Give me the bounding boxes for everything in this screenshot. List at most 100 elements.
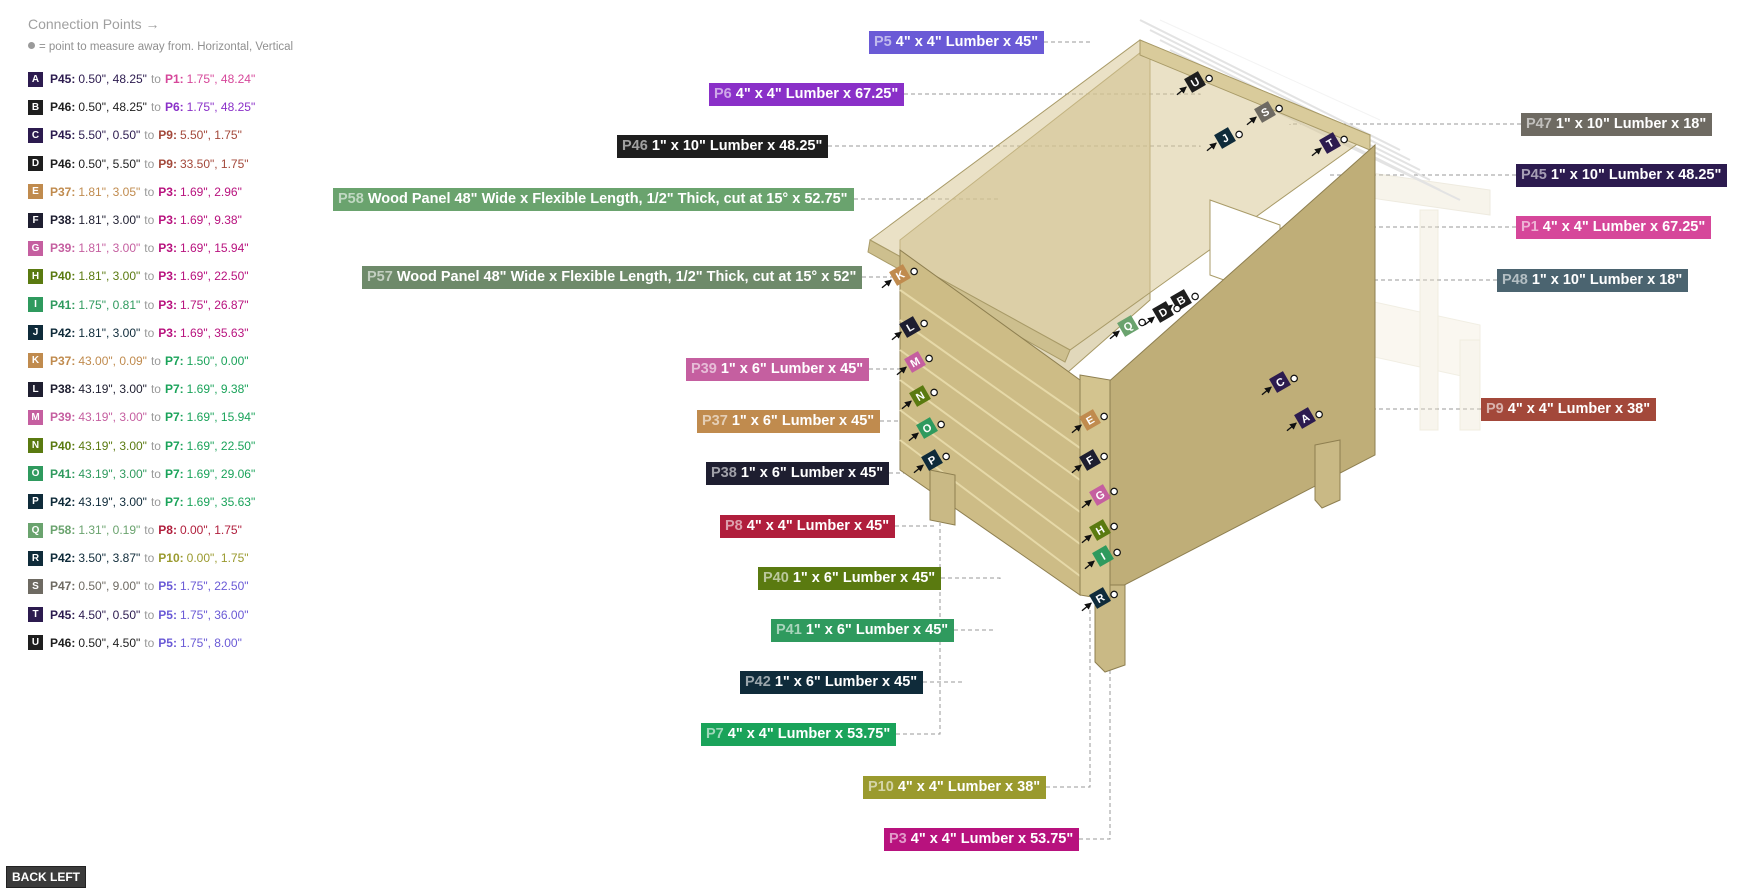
from-coords: 5.50", 0.50" <box>78 128 141 143</box>
connection-badge: C <box>28 127 43 143</box>
from-part: P46: <box>50 635 76 650</box>
to-word: to <box>144 156 155 171</box>
marker-j: J <box>1206 127 1243 152</box>
to-part: P3: <box>158 297 177 312</box>
to-word: to <box>144 579 155 594</box>
marker-g: G <box>1081 484 1118 509</box>
to-coords: 1.69", 35.63" <box>179 325 249 340</box>
from-coords: 1.81", 3.00" <box>78 213 141 228</box>
from-coords: 43.00", 0.09" <box>78 353 147 368</box>
to-part: P3: <box>158 269 177 284</box>
to-part: P1: <box>164 72 184 87</box>
leader-line-p7 <box>896 523 941 735</box>
to-word: to <box>150 494 161 509</box>
to-part: P3: <box>158 184 177 199</box>
part-id: P58 <box>338 191 364 207</box>
from-part: P38: <box>50 382 76 397</box>
to-coords: 1.75", 8.00" <box>179 635 242 650</box>
to-part: P3: <box>158 325 177 340</box>
part-desc: 4" x 4" Lumber x 67.25" <box>735 86 899 102</box>
shed-model <box>867 19 1491 673</box>
connection-badge: D <box>28 156 43 172</box>
connection-badge: P <box>28 494 43 510</box>
to-part: P6: <box>164 100 184 115</box>
connection-points-legend: Connection Points → = point to measure a… <box>28 16 358 657</box>
front-slats <box>899 289 1081 577</box>
connection-badge: L <box>28 381 43 397</box>
connection-badge: S <box>28 578 43 594</box>
connection-badge: B <box>28 99 43 115</box>
part-id: P57 <box>367 269 393 285</box>
legend-title: Connection Points → <box>28 16 160 32</box>
from-part: P58: <box>50 523 76 538</box>
to-word: to <box>144 607 155 622</box>
to-part: P7: <box>164 353 184 368</box>
to-part: P9: <box>158 156 177 171</box>
view-back-left-button[interactable]: BACK LEFT <box>6 866 86 888</box>
from-coords: 1.81", 3.00" <box>78 241 141 256</box>
to-word: to <box>144 551 155 566</box>
marker-d: D <box>1144 301 1181 326</box>
to-word: to <box>150 72 161 87</box>
part-id: P5 <box>874 34 892 50</box>
part-desc: 1" x 6" Lumber x 45" <box>774 674 918 690</box>
to-word: to <box>150 353 161 368</box>
to-part: P3: <box>158 241 177 256</box>
from-part: P37: <box>50 184 76 199</box>
marker-i: I <box>1084 545 1121 570</box>
from-part: P46: <box>50 100 76 115</box>
to-part: P8: <box>158 523 177 538</box>
to-part: P5: <box>158 607 177 622</box>
from-coords: 1.81", 3.00" <box>78 325 141 340</box>
to-coords: 1.69", 9.38" <box>179 213 242 228</box>
to-coords: 1.69", 29.06" <box>186 466 256 481</box>
from-coords: 0.50", 48.25" <box>78 72 147 87</box>
connection-badge: O <box>28 466 43 482</box>
from-coords: 0.50", 9.00" <box>78 579 141 594</box>
marker-f: F <box>1071 449 1108 474</box>
from-part: P45: <box>50 607 76 622</box>
to-part: P7: <box>164 410 184 425</box>
to-coords: 0.00", 1.75" <box>186 551 249 566</box>
from-coords: 3.50", 3.87" <box>78 551 141 566</box>
marker-a: A <box>1286 407 1323 432</box>
to-word: to <box>144 297 155 312</box>
connection-badge: E <box>28 184 43 200</box>
part-id: P45 <box>1521 167 1547 183</box>
part-id: P7 <box>706 726 724 742</box>
part-id: P41 <box>776 622 802 638</box>
to-word: to <box>150 100 161 115</box>
from-part: P47: <box>50 579 76 594</box>
to-coords: 1.69", 15.94" <box>179 241 249 256</box>
part-desc: 1" x 6" Lumber x 45" <box>720 361 864 377</box>
to-coords: 33.50", 1.75" <box>179 156 249 171</box>
to-coords: 1.75", 22.50" <box>179 579 249 594</box>
leader-line-p41 <box>954 629 996 631</box>
part-id: P38 <box>711 465 737 481</box>
to-coords: 1.69", 2.96" <box>179 184 242 199</box>
to-word: to <box>144 213 155 228</box>
from-coords: 1.31", 0.19" <box>78 523 141 538</box>
from-part: P40: <box>50 438 76 453</box>
